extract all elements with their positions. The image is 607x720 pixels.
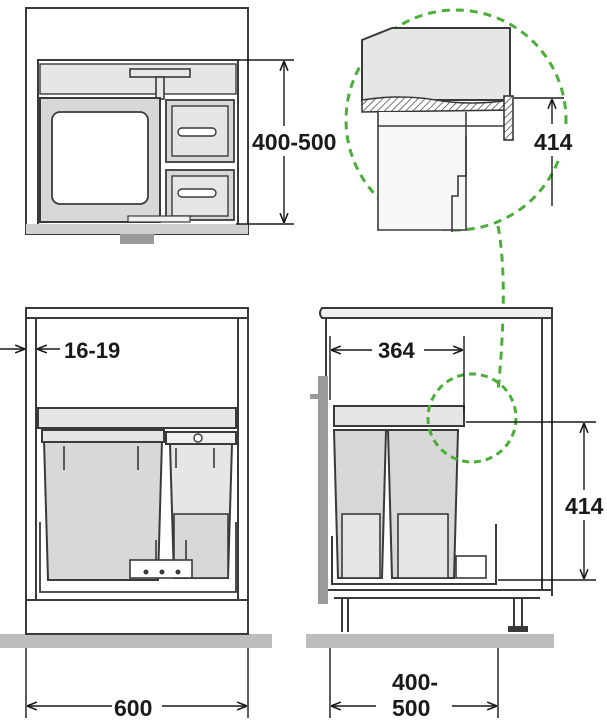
dimension-414-detail-label: 414 [534, 129, 573, 155]
side-view-detail-circle [426, 372, 518, 464]
dimension-400-500-label: 400-500 [252, 129, 336, 155]
detail-front-edge [503, 95, 514, 141]
dimension-414-side-label: 414 [565, 493, 604, 519]
side-view-worktop [319, 307, 553, 319]
top-view-bracket [129, 68, 191, 78]
top-view-bottom-rail [127, 215, 191, 223]
depth-364-dimension [329, 336, 465, 410]
top-view [25, 7, 249, 244]
dimension-16-19-label: 16-19 [64, 338, 120, 363]
side-view-door [318, 376, 328, 604]
top-view-small-bin-1-handle [177, 127, 217, 137]
front-view-large-bin [42, 439, 164, 581]
front-view-floor [0, 634, 272, 648]
dimension-400-label: 400- [392, 669, 438, 695]
side-view-frame [331, 524, 497, 585]
side-view-lid [333, 405, 465, 427]
top-view-small-bin-2-handle [177, 188, 217, 198]
top-view-large-bin-opening [51, 111, 149, 205]
dimension-500-label: 500 [392, 695, 430, 720]
top-view-handle [120, 234, 154, 244]
front-view [0, 307, 272, 648]
front-view-holder [129, 559, 193, 579]
top-view-floor-strip [26, 224, 248, 234]
front-view-large-bin-rim [41, 429, 165, 443]
dimension-600-label: 600 [114, 695, 152, 720]
front-view-top-panel [37, 407, 237, 429]
detail-callout: 414 [344, 8, 578, 232]
top-view-bracket-stem [155, 76, 165, 100]
front-view-base [25, 599, 249, 635]
callout-connector [496, 225, 505, 393]
detail-step [451, 136, 467, 232]
detail-worktop [361, 27, 511, 101]
side-view-floor [306, 634, 554, 648]
dimension-364-label: 364 [378, 338, 415, 363]
side-view [306, 307, 554, 648]
cabinet-depth-dimension [329, 648, 499, 718]
